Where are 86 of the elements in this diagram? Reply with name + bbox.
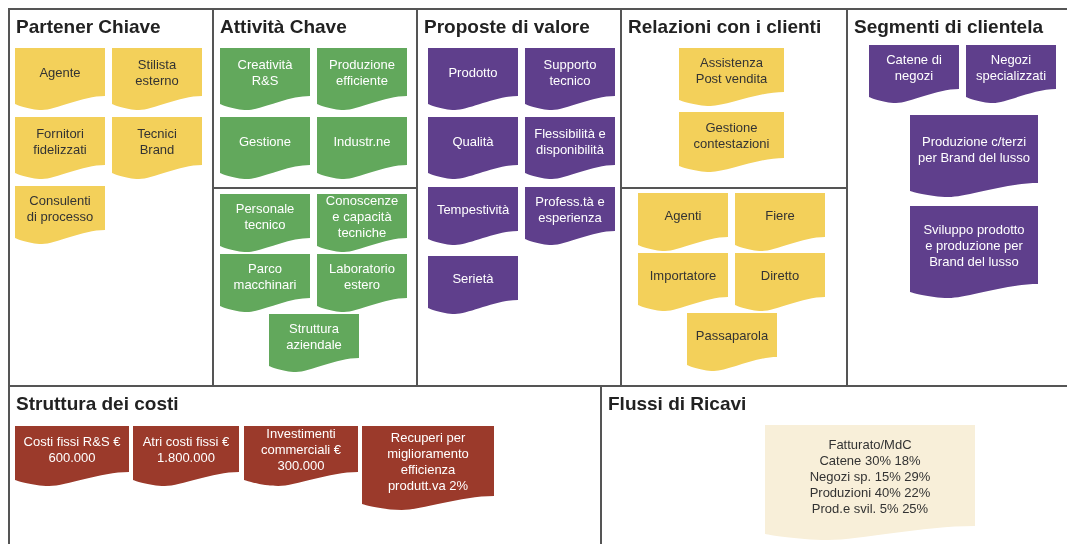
sticky-note (133, 426, 239, 486)
note-text: Costi fissi R&S € 600.000 (23, 434, 121, 466)
sticky-note (220, 48, 310, 110)
sticky-note (112, 48, 202, 110)
note-text: Produzione c/terzi per Brand del lusso (918, 134, 1030, 166)
note-text: Laboratorio estero (328, 261, 396, 293)
sticky-note (112, 117, 202, 179)
note-text: Gestione (238, 134, 291, 150)
sticky-note (687, 313, 777, 371)
sticky-note (679, 112, 784, 172)
note-text: Importatore (649, 268, 717, 284)
sticky-note (317, 254, 407, 312)
sticky-note (428, 117, 518, 179)
note-text: Parco macchinari (232, 261, 298, 293)
note-text: Personale tecnico (234, 201, 296, 233)
sticky-note (525, 117, 615, 179)
note-text: Profess.tà e esperienza (534, 194, 606, 226)
sticky-note (244, 426, 358, 486)
note-text: Assistenza Post vendita (694, 55, 769, 87)
note-text: Industr.ne (333, 134, 391, 150)
note-text: Diretto (760, 268, 800, 284)
note-text: Gestione contestazioni (692, 120, 771, 152)
sticky-note (317, 117, 407, 179)
note-text: Atri costi fissi € 1.800.000 (141, 434, 231, 466)
sticky-note (679, 48, 784, 106)
section-heading: Relazioni con i clienti (628, 16, 822, 38)
sticky-note (269, 314, 359, 372)
sticky-note (638, 193, 728, 251)
note-text: Investimenti commerciali € 300.000 (259, 426, 343, 474)
note-text: Flessibilità e disponibilità (533, 126, 607, 158)
note-text: Produzione efficiente (328, 57, 396, 89)
note-text: Tecnici Brand (136, 126, 178, 158)
sticky-note (220, 117, 310, 179)
note-text: Catene di negozi (885, 52, 943, 84)
sticky-note (638, 253, 728, 311)
note-text: Conoscenze e capacità tecniche (325, 193, 399, 241)
note-text: Creatività R&S (236, 57, 294, 89)
note-text: Struttura aziendale (285, 321, 343, 353)
sticky-note (910, 206, 1038, 298)
section-heading: Segmenti di clientela (854, 16, 1043, 38)
note-text: Negozi specializzati (974, 52, 1048, 84)
sticky-note (428, 48, 518, 110)
sticky-note (735, 193, 825, 251)
note-text: Fiere (765, 208, 795, 224)
section-heading: Struttura dei costi (16, 393, 179, 415)
revenue-row: Prod.e svil. 5% 25% (811, 500, 929, 517)
section-heading: Partener Chiave (16, 16, 161, 38)
sticky-note (525, 48, 615, 110)
sticky-note (317, 194, 407, 252)
note-text: Stilista esterno (134, 57, 180, 89)
sticky-note (317, 48, 407, 110)
canvas-section (8, 8, 214, 387)
sticky-note (428, 256, 518, 314)
note-text: Tempestività (436, 202, 510, 218)
note-text: Fatturato/MdC (828, 436, 912, 453)
note-text: Serietà (452, 271, 494, 287)
note-text: Fornitori fidelizzati (32, 126, 88, 158)
sticky-note (765, 425, 975, 540)
sticky-note (220, 254, 310, 312)
note-text: Recuperi per miglioramento efficienza produtt.va 2% (386, 430, 470, 494)
sticky-note (362, 426, 494, 510)
sticky-note (15, 48, 105, 110)
sticky-note (869, 45, 959, 103)
note-text: Agenti (664, 208, 702, 224)
section-heading: Proposte di valore (424, 16, 590, 38)
note-text: Sviluppo prodotto e produzione per Brand del lusso (922, 222, 1026, 270)
section-heading: Attività Chave (220, 16, 347, 38)
sticky-note (735, 253, 825, 311)
revenue-row: Negozi sp. 15% 29% (809, 468, 931, 485)
section-heading: Flussi di Ricavi (608, 393, 747, 415)
sticky-note (220, 194, 310, 252)
note-text: Qualità (452, 134, 494, 150)
note-text: Agente (39, 65, 81, 81)
revenue-row: Catene 30% 18% (819, 452, 921, 469)
note-text: Consulenti di processo (25, 193, 95, 225)
sticky-note (15, 186, 105, 244)
revenue-row: Produzioni 40% 22% (809, 484, 931, 501)
note-text: Prodotto (448, 65, 498, 81)
sticky-note (428, 187, 518, 245)
note-text: Supporto tecnico (542, 57, 598, 89)
note-text: Passaparola (695, 328, 769, 344)
sticky-note (910, 115, 1038, 197)
sticky-note (525, 187, 615, 245)
sticky-note (15, 117, 105, 179)
sticky-note (966, 45, 1056, 103)
sticky-note (15, 426, 129, 486)
